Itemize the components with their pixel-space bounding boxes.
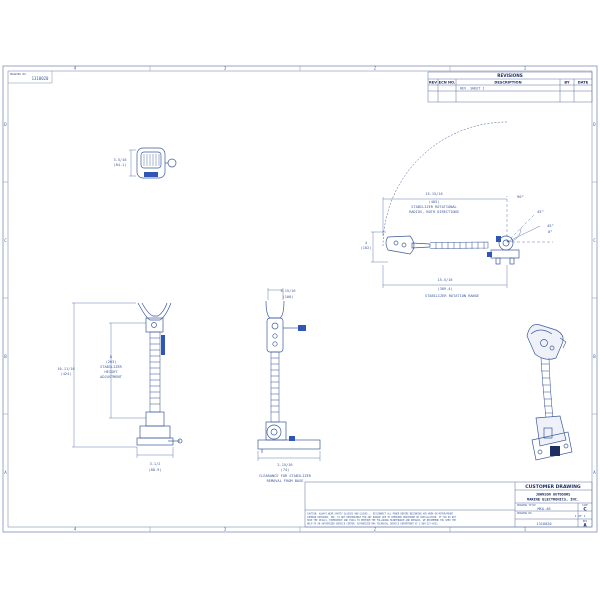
rev-header: REV <box>429 81 437 85</box>
side-adjust-caption-1: STABILIZER <box>100 365 122 369</box>
rotation-radius-dim: 15-15/16 <box>425 192 442 196</box>
rev-value: A <box>583 523 587 528</box>
caution-line-4: HELP OF AN AUTHORIZED SERVICE CENTER. AU… <box>307 522 439 525</box>
drawing-title-value: MKA-48 <box>538 507 551 511</box>
rotation-range-mm: (389.4) <box>437 287 452 291</box>
zone-right-a: A <box>593 470 596 475</box>
front-top-dim: 3-15/16 <box>280 289 295 293</box>
zone-left-d: D <box>4 122 7 127</box>
title-block <box>304 481 593 528</box>
rotation-radius-caption-2: RADIUS, BOTH DIRECTIONS <box>409 210 459 214</box>
side-base-mm: (88.9) <box>149 468 162 472</box>
side-height-dim: 16-11/16 <box>57 367 74 371</box>
sheet-value: 1 OF 1 <box>575 514 586 518</box>
description-header: DESCRIPTION <box>494 81 521 85</box>
front-view <box>257 288 321 461</box>
front-clearance-caption-2: REMOVAL FROM BASE <box>267 479 304 483</box>
rotation-radius-caption-1: STABILIZER ROTATIONAL <box>411 205 456 209</box>
ecn-header: ECN NO. <box>439 81 456 85</box>
rev-label: REV <box>583 520 588 523</box>
rotation-height-mm: (102) <box>361 246 372 250</box>
zone-bottom-4: 4 <box>74 527 77 532</box>
side-adjust-caption-3: ADJUSTMENT <box>100 375 122 379</box>
front-bottom-dim: 2-15/16 <box>277 463 292 467</box>
caution-line-3: HAVE THE SKILLS, EXPERIENCE AND TOOLS TO… <box>307 519 457 522</box>
drawing-no-label: DRAWING NO. <box>10 72 27 76</box>
top-view <box>129 147 177 179</box>
front-bottom-mm: (74) <box>281 468 290 472</box>
caution-line-2: JOHNSON OUTDOORS, INC. IS NOT RESPONSIBL… <box>307 516 457 519</box>
outer-frame <box>2 65 598 533</box>
date-header: DATE <box>578 81 589 85</box>
title-drawing-no-value: 1310020 <box>536 522 551 526</box>
caution-line-1: CAUTION: ALWAYS WEAR SAFETY GLASSES AND … <box>307 513 454 516</box>
revisions-title: REVISIONS <box>497 73 523 78</box>
rotation-radius-mm: (405) <box>429 200 440 204</box>
zone-bottom-1: 1 <box>524 527 527 532</box>
drawing-title-label: DRAWING TITLE <box>517 504 536 507</box>
drawing-no-value: 1310020 <box>32 76 49 81</box>
zone-top-2: 2 <box>374 66 377 71</box>
isometric-view <box>526 324 573 461</box>
zone-bottom-2: 2 <box>374 527 377 532</box>
zone-left-a: A <box>4 470 7 475</box>
front-clearance-caption-1: CLEARANCE FOR STABILIZER <box>259 474 312 478</box>
zone-top-1: 1 <box>524 66 527 71</box>
revision-row-description: REV. SHEET 1 <box>460 87 485 91</box>
front-top-mm: (100) <box>283 295 294 299</box>
zone-right-c: C <box>593 238 596 243</box>
zone-top-4: 4 <box>74 66 77 71</box>
rotation-range-dim: 15-5/16 <box>437 278 452 282</box>
top-view-dim-mm: (84.1) <box>114 163 127 167</box>
side-adjust-mm: (203) <box>106 360 117 364</box>
side-base-dim: 3-1/2 <box>150 462 161 466</box>
zone-top-3: 3 <box>224 66 227 71</box>
size-value: C <box>583 507 587 513</box>
inner-frame <box>7 70 593 528</box>
company-line-2: MARINE ELECTRONICS, INC. <box>527 498 579 502</box>
rotation-range-caption: STABILIZER ROTATION RANGE <box>425 294 479 298</box>
company-line-1: JOHNSON OUTDOORS <box>536 493 571 497</box>
side-adjust-caption-2: HEIGHT <box>105 370 119 374</box>
zone-right-b: B <box>593 354 596 359</box>
by-header: BY <box>564 81 570 85</box>
side-adjust-dim: 8 <box>110 355 112 359</box>
rotation-angle-45-upper: 45° <box>537 209 544 214</box>
title-block-title: CUSTOMER DRAWING <box>525 484 581 490</box>
rotation-height-dim: 4 <box>365 241 367 245</box>
side-view <box>72 302 183 458</box>
rotation-angle-45-lower: 45° <box>547 223 554 228</box>
rotation-angle-90: 90° <box>517 194 524 199</box>
title-drawing-no-label: DRAWING NO. <box>517 512 533 515</box>
zone-right-d: D <box>593 122 596 127</box>
zone-left-c: C <box>4 238 7 243</box>
zone-bottom-3: 3 <box>224 527 227 532</box>
top-view-dim: 3-5/16 <box>114 158 127 162</box>
rotation-angle-0: 0° <box>548 229 553 234</box>
zone-left-b: B <box>4 354 7 359</box>
rotation-view <box>371 121 553 288</box>
drawing-number-box: DRAWING NO. 1310020 <box>8 71 53 84</box>
side-height-mm: (424) <box>61 372 72 376</box>
size-label: SIZE <box>582 504 588 507</box>
revisions-table <box>427 71 593 103</box>
